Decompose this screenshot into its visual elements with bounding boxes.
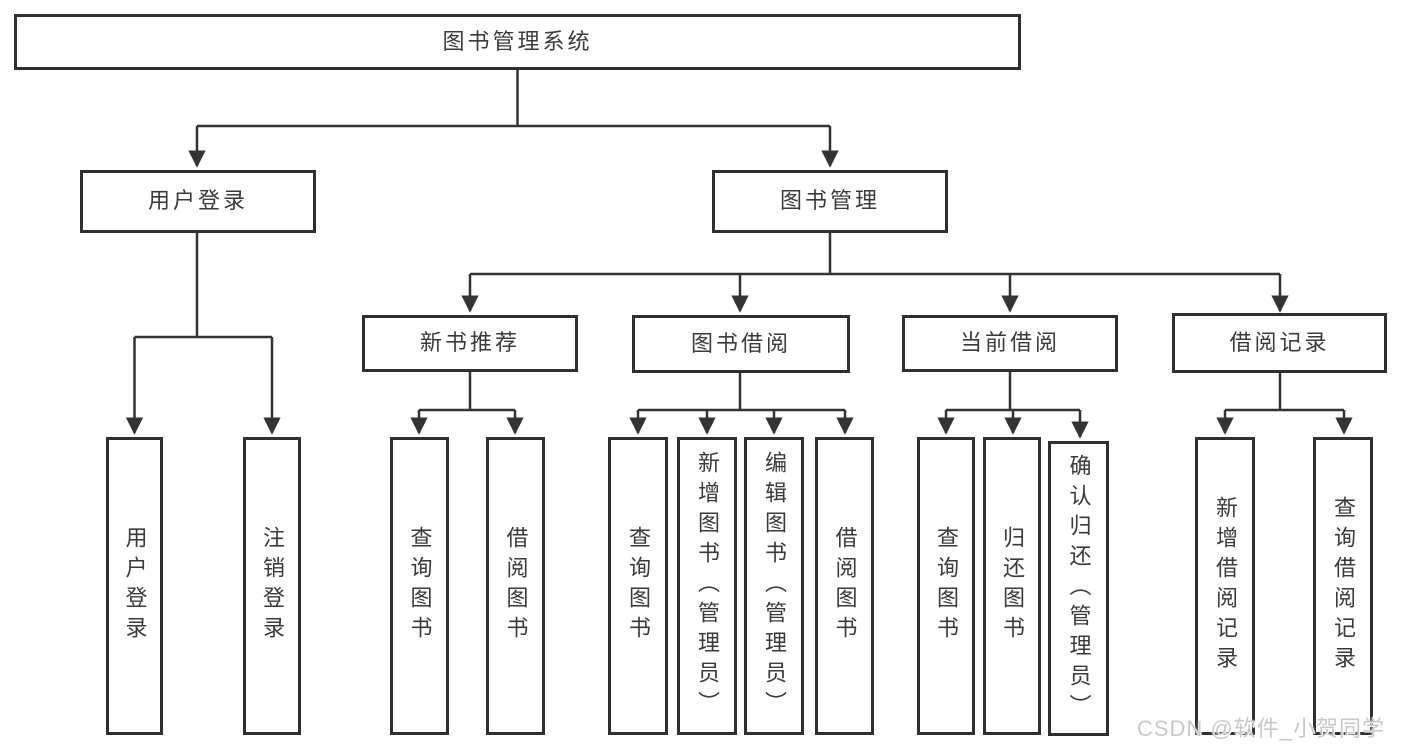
leaf-add-borrow-record: 新增借阅记录 [1195, 437, 1255, 735]
leaf-logout: 注销登录 [243, 437, 301, 735]
node-book-borrowing-label: 图书借阅 [690, 330, 791, 356]
leaf-query-books-recommend-label: 查询图书 [407, 526, 433, 646]
node-book-management-system-label: 图书管理系统 [442, 28, 593, 54]
node-new-book-recommend-label: 新书推荐 [419, 330, 520, 356]
leaf-edit-book-admin: 编辑图书（管理员） [744, 437, 804, 735]
node-book-management-label: 图书管理 [779, 188, 880, 214]
node-borrowing-records-label: 借阅记录 [1229, 329, 1330, 355]
leaf-query-borrow-record-label: 查询借阅记录 [1331, 496, 1356, 676]
leaf-add-book-admin-label: 新增图书（管理员） [695, 451, 720, 721]
leaf-query-borrow-record: 查询借阅记录 [1313, 437, 1373, 735]
leaf-user-login: 用户登录 [106, 437, 163, 735]
connector-trunks [134, 70, 1344, 412]
leaf-query-books-current-label: 查询图书 [934, 526, 959, 646]
leaf-edit-book-admin-label: 编辑图书（管理员） [762, 451, 787, 721]
leaf-confirm-return-admin: 确认归还（管理员） [1048, 441, 1109, 736]
node-book-management: 图书管理 [712, 170, 948, 233]
leaf-query-books-current: 查询图书 [917, 437, 975, 735]
leaf-query-books-borrowing-label: 查询图书 [626, 526, 651, 646]
leaf-borrow-books-borrowing: 借阅图书 [815, 437, 874, 735]
csdn-watermark: CSDN @软件_小贺同学 [1136, 716, 1385, 741]
leaf-confirm-return-admin-label: 确认归还（管理员） [1066, 453, 1092, 724]
connector-arrows [125, 126, 1353, 439]
leaf-logout-label: 注销登录 [260, 526, 285, 646]
node-book-borrowing: 图书借阅 [632, 315, 850, 373]
leaf-add-book-admin: 新增图书（管理员） [677, 437, 737, 735]
leaf-add-borrow-record-label: 新增借阅记录 [1213, 496, 1238, 676]
node-current-borrowing-label: 当前借阅 [959, 330, 1060, 356]
node-new-book-recommend: 新书推荐 [362, 315, 578, 372]
node-user-login-label: 用户登录 [147, 188, 248, 214]
leaf-query-books-recommend: 查询图书 [390, 437, 449, 735]
node-book-management-system: 图书管理系统 [14, 14, 1021, 70]
leaf-user-login-label: 用户登录 [122, 526, 148, 646]
leaf-borrow-books-borrowing-label: 借阅图书 [832, 526, 858, 646]
leaf-borrow-books-recommend-label: 借阅图书 [503, 526, 529, 646]
leaf-return-books: 归还图书 [983, 437, 1041, 735]
leaf-return-books-label: 归还图书 [1000, 526, 1025, 646]
node-borrowing-records: 借阅记录 [1172, 313, 1387, 373]
node-user-login: 用户登录 [80, 170, 316, 233]
leaf-query-books-borrowing: 查询图书 [608, 437, 668, 735]
node-current-borrowing: 当前借阅 [902, 315, 1118, 372]
leaf-borrow-books-recommend: 借阅图书 [486, 437, 545, 735]
